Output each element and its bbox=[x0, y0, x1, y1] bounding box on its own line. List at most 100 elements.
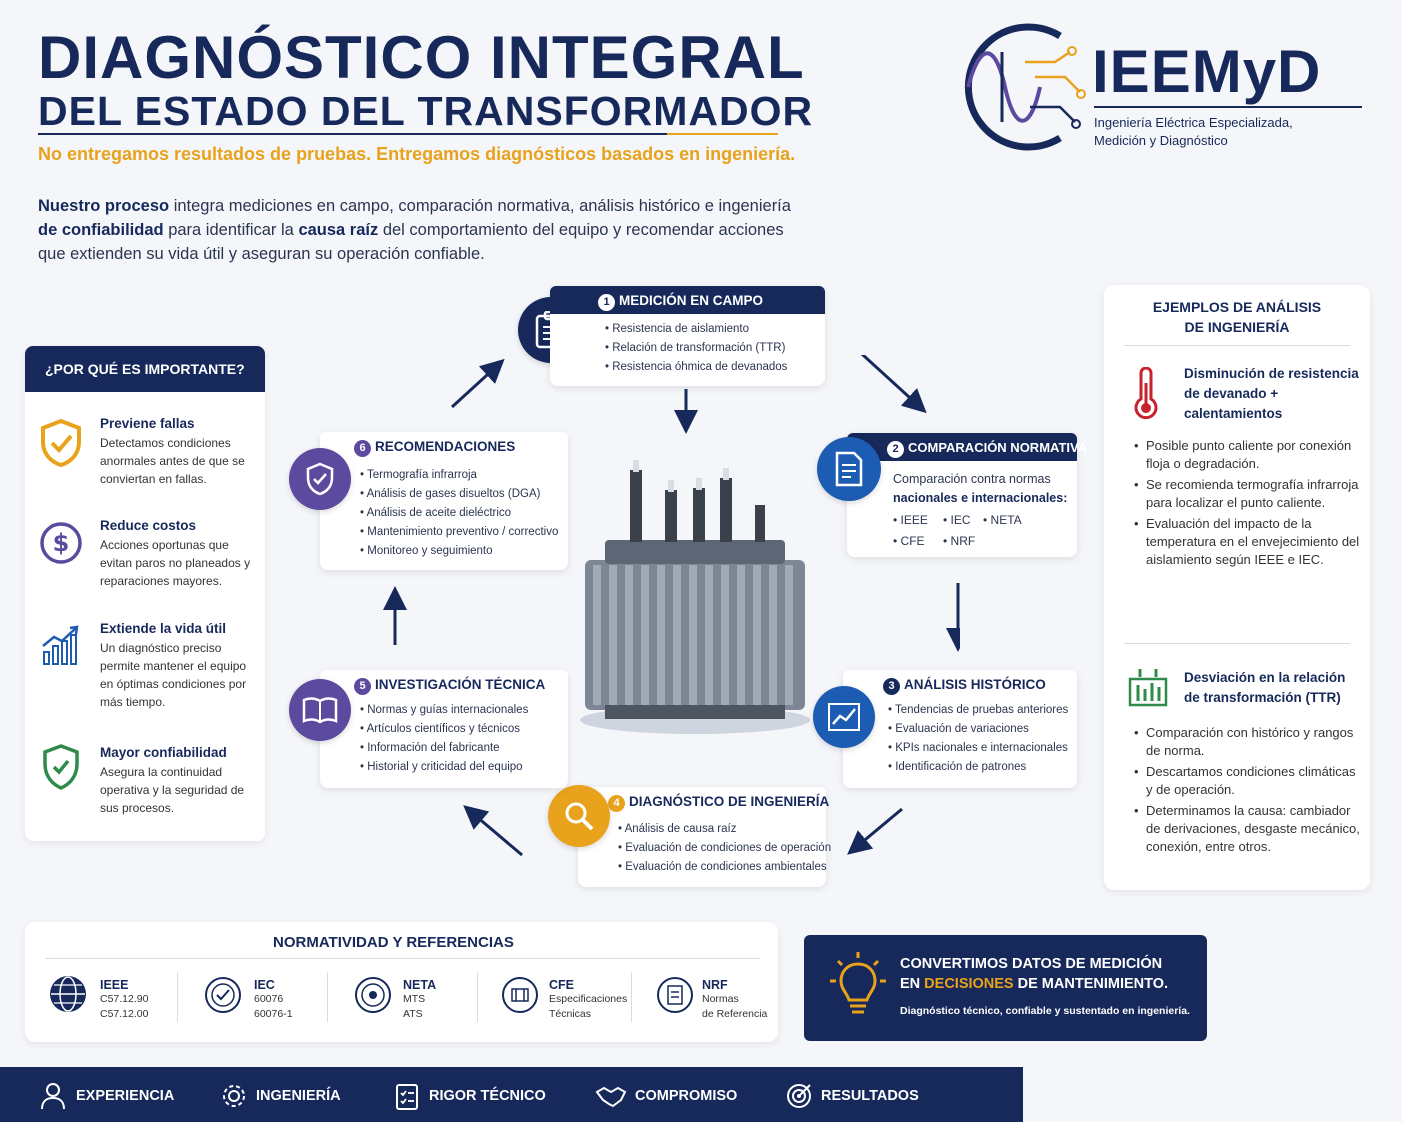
standard-detail: C57.12.90 bbox=[100, 993, 149, 1005]
intro-bold-3: causa raíz bbox=[298, 221, 379, 239]
step-item: Relación de transformación (TTR) bbox=[605, 339, 825, 358]
standard-detail: 60076-1 bbox=[254, 1008, 293, 1020]
intro-bold-2: de confiabilidad bbox=[38, 221, 164, 239]
cta-line-1: CONVERTIMOS DATOS DE MEDICIÓN bbox=[900, 956, 1163, 972]
page-title: DIAGNÓSTICO INTEGRAL bbox=[38, 24, 805, 91]
step-number: 4 bbox=[608, 795, 625, 812]
examples-divider bbox=[1124, 345, 1350, 346]
step-item: Resistencia óhmica de devanados bbox=[605, 358, 825, 377]
why-item-4: Mayor confiabilidad Asegura la continuid… bbox=[100, 745, 260, 817]
step-number: 6 bbox=[354, 440, 371, 457]
why-item-3: Extiende la vida útil Un diagnóstico pre… bbox=[100, 621, 260, 711]
norm-tag: CFE bbox=[900, 534, 925, 548]
step-item: Historial y criticidad del equipo bbox=[360, 758, 568, 777]
step-title: INVESTIGACIÓN TÉCNICA bbox=[375, 677, 546, 692]
lightbulb-icon bbox=[830, 952, 886, 1014]
intro-text-1: integra mediciones en campo, comparación… bbox=[169, 197, 791, 215]
footer-item-rigor: RIGOR TÉCNICO bbox=[395, 1082, 546, 1110]
norm-tag: NETA bbox=[990, 513, 1022, 527]
step-title: ANÁLISIS HISTÓRICO bbox=[904, 677, 1046, 692]
step-item: Normas y guías internacionales bbox=[360, 701, 568, 720]
step-1-header: 1 MEDICIÓN EN CAMPO bbox=[550, 286, 825, 314]
title-underline bbox=[38, 133, 778, 135]
document-icon bbox=[817, 437, 881, 501]
cta-highlight: DECISIONES bbox=[924, 976, 1014, 992]
step-item: Análisis de aceite dieléctrico bbox=[360, 504, 568, 523]
why-item-title: Mayor confiabilidad bbox=[100, 745, 227, 760]
example-item: Descartamos condiciones climáticas y de … bbox=[1134, 763, 1360, 799]
step-item: Evaluación de variaciones bbox=[888, 720, 1077, 739]
step-item: Análisis de causa raíz bbox=[618, 820, 826, 839]
standard-cfe: CFE Especificaciones Técnicas bbox=[549, 978, 627, 1022]
step-number: 1 bbox=[598, 294, 615, 311]
standard-name: IEC bbox=[254, 978, 275, 992]
step-number: 2 bbox=[887, 441, 904, 458]
growth-chart-icon bbox=[42, 625, 79, 665]
footer-label: RIGOR TÉCNICO bbox=[429, 1088, 546, 1104]
step-title: MEDICIÓN EN CAMPO bbox=[619, 293, 764, 308]
step-number: 5 bbox=[354, 678, 371, 695]
intro-bold-1: Nuestro proceso bbox=[38, 197, 170, 215]
step-item: Evaluación de condiciones ambientales bbox=[618, 858, 826, 877]
norm-tag: IEC bbox=[950, 513, 971, 527]
step-5-header: 5 INVESTIGACIÓN TÉCNICA bbox=[320, 670, 568, 698]
standard-name: IEEE bbox=[100, 978, 129, 992]
logo-divider bbox=[1094, 106, 1362, 108]
why-item-2: Reduce costos Acciones oportunas que evi… bbox=[100, 518, 260, 590]
footer-item-compromiso: COMPROMISO bbox=[595, 1082, 737, 1110]
step-item: Evaluación de condiciones de operación bbox=[618, 839, 831, 858]
standard-detail: C57.12.00 bbox=[100, 1008, 149, 1020]
example-2-title: Desviación en la relación de transformac… bbox=[1184, 670, 1346, 705]
step-item: Artículos científicos y técnicos bbox=[360, 720, 568, 739]
step-2-header: 2 COMPARACIÓN NORMATIVA bbox=[847, 433, 1087, 461]
why-item-text: Acciones oportunas que evitan paros no p… bbox=[100, 538, 251, 588]
why-item-text: Asegura la continuidad operativa y la se… bbox=[100, 765, 245, 815]
examples-title: EJEMPLOS DE ANÁLISIS DE INGENIERÍA bbox=[1104, 297, 1370, 337]
standard-detail: MTS bbox=[403, 993, 426, 1005]
cta-line-2: EN DECISIONES DE MANTENIMIENTO. bbox=[900, 974, 1168, 994]
norm-tag: IEEE bbox=[900, 513, 928, 527]
why-card bbox=[25, 346, 265, 841]
standard-name: NRF bbox=[702, 978, 728, 992]
why-item-text: Un diagnóstico preciso permite mantener … bbox=[100, 641, 247, 709]
divider bbox=[327, 972, 328, 1022]
dollar-icon: $ bbox=[40, 522, 82, 564]
intro-paragraph: Nuestro proceso integra mediciones en ca… bbox=[38, 194, 808, 266]
example-item: Evaluación del impacto de la temperatura… bbox=[1134, 515, 1360, 569]
step-item: Análisis de gases disueltos (DGA) bbox=[360, 485, 568, 504]
logo-mark-icon bbox=[964, 23, 1086, 151]
checklist-icon bbox=[396, 1084, 418, 1110]
footer-label: EXPERIENCIA bbox=[76, 1088, 175, 1104]
shield-check-icon bbox=[41, 418, 81, 468]
why-item-text: Detectamos condiciones anormales antes d… bbox=[100, 436, 245, 486]
cta-text: EN bbox=[900, 976, 925, 992]
divider bbox=[177, 972, 178, 1022]
why-card-title: ¿POR QUÉ ES IMPORTANTE? bbox=[25, 346, 265, 392]
example-2-list: Comparación con histórico y rangos de no… bbox=[1134, 724, 1360, 859]
intro-text-2: para identificar la bbox=[163, 221, 299, 239]
footer-item-ingenieria: INGENIERÍA bbox=[220, 1082, 341, 1110]
shield-icon bbox=[43, 744, 79, 790]
standard-detail: Técnicas bbox=[549, 1008, 592, 1020]
standard-iec: IEC 60076 60076-1 bbox=[254, 978, 293, 1022]
step-2-text-2: nacionales e internacionales: bbox=[893, 491, 1068, 505]
example-item: Comparación con histórico y rangos de no… bbox=[1134, 724, 1360, 760]
standards-rule bbox=[45, 958, 760, 959]
examples-divider bbox=[1124, 643, 1350, 644]
page-subtitle: DEL ESTADO DEL TRANSFORMADOR bbox=[38, 88, 814, 134]
book-icon bbox=[289, 679, 351, 741]
transformer-illustration bbox=[580, 460, 810, 734]
logo-name: IEEMyD bbox=[1092, 38, 1322, 105]
step-5-card: 5 INVESTIGACIÓN TÉCNICA Normas y guías in… bbox=[320, 670, 568, 788]
footer-label: RESULTADOS bbox=[821, 1088, 919, 1104]
step-title: COMPARACIÓN NORMATIVA bbox=[908, 440, 1088, 455]
why-item-title: Reduce costos bbox=[100, 518, 197, 533]
why-item-1: Previene fallas Detectamos condiciones a… bbox=[100, 416, 260, 488]
divider bbox=[631, 972, 632, 1022]
standard-nrf: NRF Normas de Referencia bbox=[702, 978, 767, 1022]
step-item: Tendencias de pruebas anteriores bbox=[888, 701, 1077, 720]
standard-ieee: IEEE C57.12.90 C57.12.00 bbox=[100, 978, 148, 1022]
standard-detail: Normas bbox=[702, 993, 739, 1005]
step-title: DIAGNÓSTICO DE INGENIERÍA bbox=[629, 794, 830, 809]
